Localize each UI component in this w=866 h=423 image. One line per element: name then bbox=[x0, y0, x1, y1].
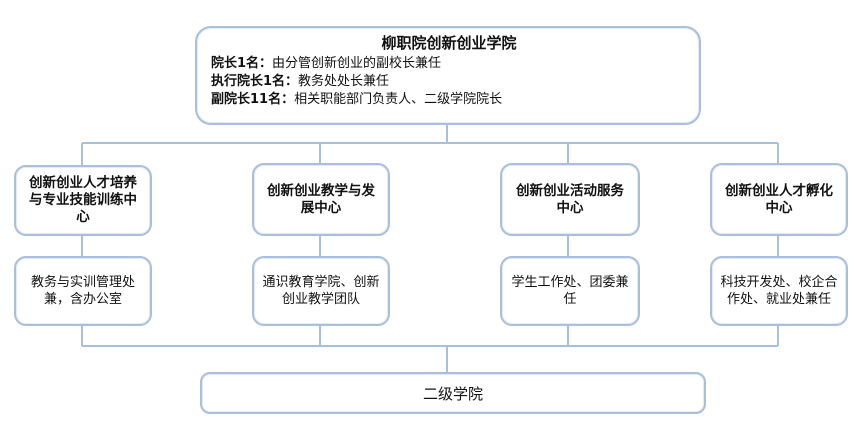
academy-title: 柳职院创新创业学院 bbox=[381, 34, 517, 52]
vice-dean-desc: 相关职能部门负责人、二级学院院长 bbox=[294, 92, 503, 107]
department-label: 创新创业教学与发展中心 bbox=[267, 182, 375, 216]
department-box-activity-service: 创新创业活动服务中心 bbox=[500, 163, 640, 236]
executive-dean-desc: 教务处处长兼任 bbox=[298, 74, 390, 89]
leadership-line-executive-dean: 执行院长1名：教务处处长兼任 bbox=[211, 73, 687, 91]
vice-dean-role: 副院长11名： bbox=[211, 92, 295, 107]
department-label: 创新创业人才孵化中心 bbox=[725, 182, 833, 216]
department-sub-label: 科技开发处、校企合作处、就业处兼任 bbox=[720, 275, 838, 307]
dean-role: 院长1名： bbox=[211, 56, 273, 71]
department-sub-label: 学生工作处、团委兼任 bbox=[511, 275, 629, 307]
department-sub-box-incubation: 科技开发处、校企合作处、就业处兼任 bbox=[710, 256, 848, 326]
leadership-line-vice-dean: 副院长11名：相关职能部门负责人、二级学院院长 bbox=[211, 91, 687, 109]
department-label: 创新创业活动服务中心 bbox=[516, 182, 624, 216]
secondary-colleges-box: 二级学院 bbox=[200, 372, 706, 414]
dean-desc: 由分管创新创业的副校长兼任 bbox=[272, 56, 442, 71]
academy-leadership-box: 柳职院创新创业学院 院长1名：由分管创新创业的副校长兼任 执行院长1名：教务处处… bbox=[195, 26, 701, 125]
department-sub-box-talent-training: 教务与实训管理处兼，含办公室 bbox=[14, 256, 152, 326]
leadership-line-dean: 院长1名：由分管创新创业的副校长兼任 bbox=[211, 55, 687, 73]
department-box-talent-training: 创新创业人才培养与专业技能训练中心 bbox=[14, 165, 152, 236]
department-box-teaching-development: 创新创业教学与发展中心 bbox=[252, 163, 390, 236]
department-sub-box-activity-service: 学生工作处、团委兼任 bbox=[500, 256, 640, 326]
department-label: 创新创业人才培养与专业技能训练中心 bbox=[29, 175, 137, 225]
executive-dean-role: 执行院长1名： bbox=[211, 74, 299, 89]
department-sub-box-teaching-development: 通识教育学院、创新创业教学团队 bbox=[252, 256, 390, 326]
department-sub-label: 教务与实训管理处兼，含办公室 bbox=[30, 275, 135, 307]
department-box-incubation: 创新创业人才孵化中心 bbox=[710, 163, 848, 236]
secondary-colleges-label: 二级学院 bbox=[422, 384, 483, 403]
department-sub-label: 通识教育学院、创新创业教学团队 bbox=[262, 275, 380, 307]
